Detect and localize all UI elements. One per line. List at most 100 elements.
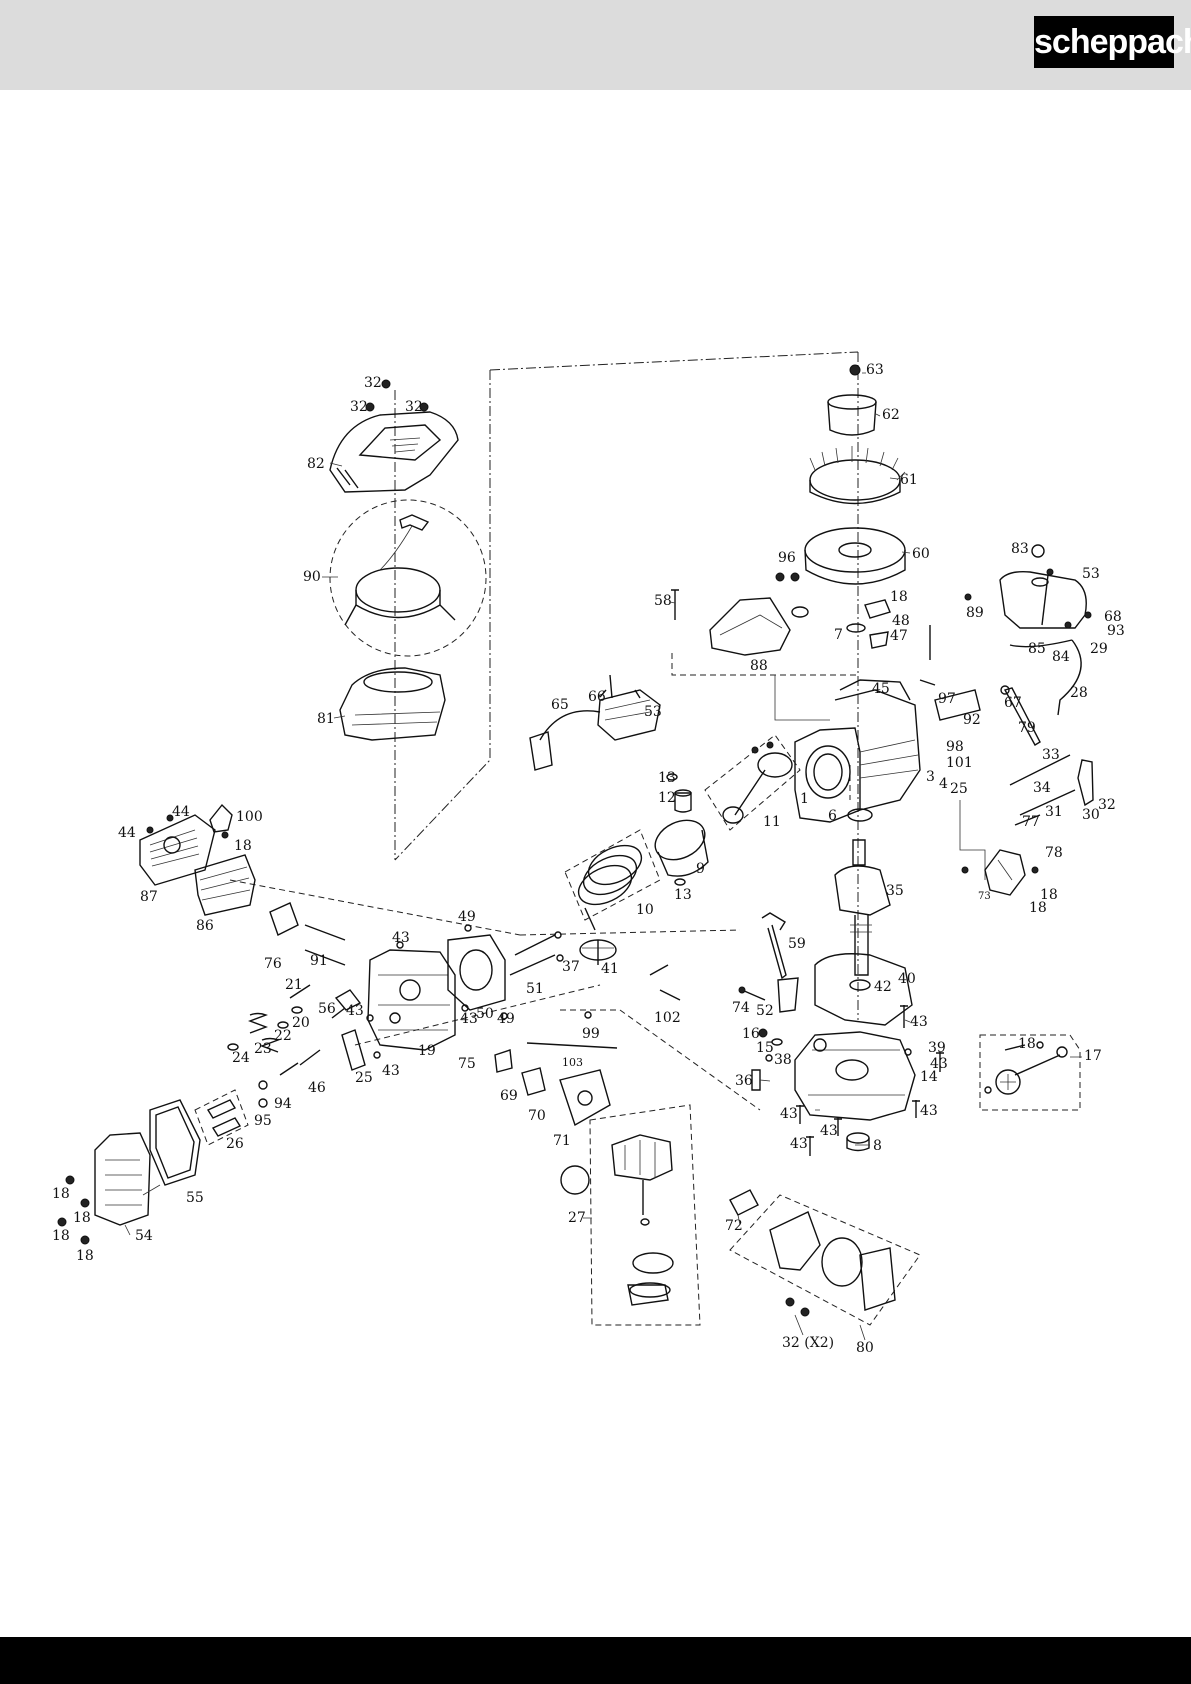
connecting-rod-11 xyxy=(704,734,801,831)
label-43-e: 43 xyxy=(820,1123,838,1139)
label-83: 83 xyxy=(1011,541,1029,557)
carburetor-27 xyxy=(560,1104,701,1326)
label-43-i: 43 xyxy=(346,1003,364,1019)
valve-springs-23 xyxy=(248,1012,280,1053)
label-36: 36 xyxy=(735,1073,753,1089)
bolt-74 xyxy=(738,986,766,1001)
label-78: 78 xyxy=(1045,845,1063,861)
label-43-f: 43 xyxy=(790,1136,808,1152)
label-23: 23 xyxy=(254,1041,272,1057)
label-90: 90 xyxy=(303,569,321,585)
label-80: 80 xyxy=(856,1340,874,1356)
label-53-b: 53 xyxy=(644,704,662,720)
fuel-line-28 xyxy=(1009,639,1082,716)
leader-lines xyxy=(124,372,1082,1341)
label-18-i: 18 xyxy=(76,1248,94,1264)
governor-assembly-17 xyxy=(979,1034,1081,1111)
crankcase-cover-14 xyxy=(794,1031,916,1121)
label-51: 51 xyxy=(526,981,544,997)
label-49-a: 49 xyxy=(458,909,476,925)
oil-dipstick-59 xyxy=(761,912,787,980)
label-44-b: 44 xyxy=(118,825,136,841)
drain-plug-16-15-38 xyxy=(758,1028,783,1062)
label-25-a: 25 xyxy=(950,781,968,797)
cylinder-head-19 xyxy=(367,949,456,1051)
label-28: 28 xyxy=(1070,685,1088,701)
label-41: 41 xyxy=(601,961,619,977)
label-71: 71 xyxy=(553,1133,571,1149)
label-100: 100 xyxy=(236,809,263,825)
assembly-lines xyxy=(229,351,986,1111)
label-3: 3 xyxy=(926,769,935,785)
label-86: 86 xyxy=(196,918,214,934)
label-42: 42 xyxy=(874,979,892,995)
rocker-cover-gasket-25 xyxy=(341,1029,366,1071)
valve-cover-26 xyxy=(194,1089,249,1146)
label-24: 24 xyxy=(232,1050,250,1066)
label-68: 68 xyxy=(1104,609,1122,625)
label-38: 38 xyxy=(774,1052,792,1068)
label-89: 89 xyxy=(966,605,984,621)
label-10: 10 xyxy=(636,902,654,918)
oil-seal-52 xyxy=(777,977,799,1013)
label-63: 63 xyxy=(866,362,884,378)
label-20: 20 xyxy=(292,1015,310,1031)
label-12: 12 xyxy=(658,790,676,806)
label-32-b: 32 xyxy=(350,399,368,415)
label-18-a: 18 xyxy=(890,589,908,605)
page-footer-band xyxy=(0,1637,1191,1684)
bolt-96 xyxy=(775,572,800,582)
label-85: 85 xyxy=(1028,641,1046,657)
label-19: 19 xyxy=(418,1043,436,1059)
flywheel-60 xyxy=(804,527,906,585)
label-43-a: 43 xyxy=(910,1014,928,1030)
label-101: 101 xyxy=(946,755,973,771)
label-82: 82 xyxy=(307,456,325,472)
label-8: 8 xyxy=(873,1138,882,1154)
label-74: 74 xyxy=(732,1000,750,1016)
blower-housing-81 xyxy=(339,667,446,741)
label-18-b: 18 xyxy=(1040,887,1058,903)
bolts-43-crankcase xyxy=(751,1005,944,1156)
label-22: 22 xyxy=(274,1028,292,1044)
valve-parts-20-21-22-24 xyxy=(227,984,311,1051)
label-70: 70 xyxy=(528,1108,546,1124)
label-97: 97 xyxy=(938,691,956,707)
gasket-40 xyxy=(814,953,913,1026)
flywheel-nut-63 xyxy=(849,364,861,376)
camshaft-41 xyxy=(579,907,617,965)
label-88: 88 xyxy=(750,658,768,674)
label-27: 27 xyxy=(568,1210,586,1226)
label-17: 17 xyxy=(1084,1048,1102,1064)
label-45: 45 xyxy=(872,681,890,697)
label-32-x2: 32 (X2) xyxy=(782,1335,834,1351)
label-18-h: 18 xyxy=(52,1228,70,1244)
label-81: 81 xyxy=(317,711,335,727)
label-32-d: 32 xyxy=(1098,797,1116,813)
label-103: 103 xyxy=(562,1056,583,1069)
label-53-a: 53 xyxy=(1082,566,1100,582)
label-91: 91 xyxy=(310,953,328,969)
label-13-a: 13 xyxy=(658,770,676,786)
piston-rings-10 xyxy=(564,829,661,921)
label-39: 39 xyxy=(928,1040,946,1056)
engine-block-1 xyxy=(794,679,921,823)
circlip-13 xyxy=(666,773,686,886)
label-30: 30 xyxy=(1082,807,1100,823)
gasket-76 xyxy=(269,902,299,936)
label-77: 77 xyxy=(1022,814,1040,830)
label-96: 96 xyxy=(778,550,796,566)
label-43-g: 43 xyxy=(392,930,410,946)
label-14: 14 xyxy=(920,1069,938,1085)
label-60: 60 xyxy=(912,546,930,562)
label-43-j: 43 xyxy=(382,1063,400,1079)
label-73: 73 xyxy=(978,891,991,902)
label-61: 61 xyxy=(900,472,918,488)
bracket-100 xyxy=(209,803,233,833)
pin-67-79 xyxy=(1000,685,1041,746)
label-93: 93 xyxy=(1107,623,1125,639)
label-43-d: 43 xyxy=(920,1103,938,1119)
label-66: 66 xyxy=(588,689,606,705)
spark-plug-56 xyxy=(331,989,362,1019)
page-header-band xyxy=(0,0,1191,90)
